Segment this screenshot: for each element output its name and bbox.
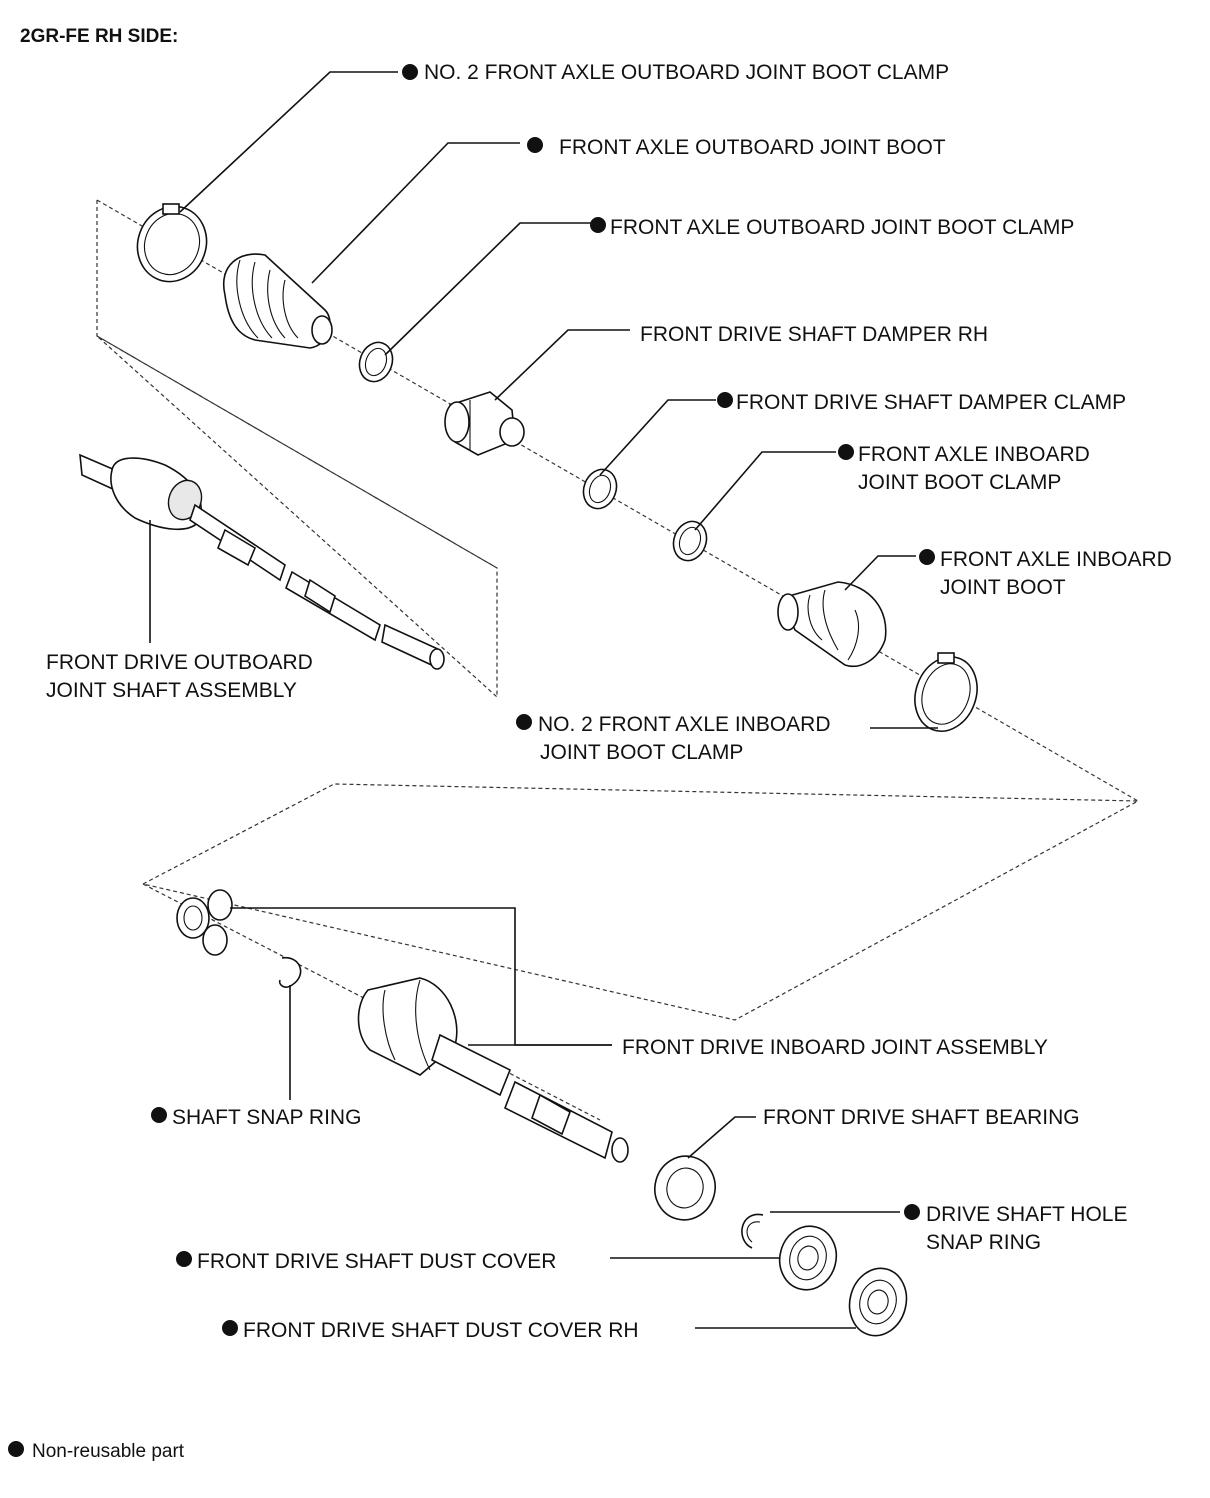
leader-lines bbox=[149, 71, 938, 1329]
shaft-snap-ring-part bbox=[278, 957, 302, 988]
label-hole-snap-ring-line1: DRIVE SHAFT HOLE bbox=[926, 1203, 1128, 1226]
tripod-joint-part bbox=[176, 889, 233, 956]
legend-text: Non-reusable part bbox=[32, 1441, 185, 1462]
label-outboard-joint-boot-clamp: FRONT AXLE OUTBOARD JOINT BOOT CLAMP bbox=[610, 216, 1074, 239]
no2-outboard-boot-clamp-part bbox=[136, 203, 208, 283]
inboard-joint-boot-part bbox=[777, 581, 887, 667]
part-labels: NO. 2 FRONT AXLE OUTBOARD JOINT BOOT CLA… bbox=[46, 61, 1172, 1342]
inboard-joint-assembly-part bbox=[357, 977, 629, 1163]
label-outboard-joint-boot: FRONT AXLE OUTBOARD JOINT BOOT bbox=[559, 136, 946, 159]
label-dust-cover-rh: FRONT DRIVE SHAFT DUST COVER RH bbox=[243, 1319, 639, 1342]
inboard-joint-boot-clamp-part bbox=[672, 520, 708, 562]
label-no2-outboard-boot-clamp: NO. 2 FRONT AXLE OUTBOARD JOINT BOOT CLA… bbox=[424, 61, 949, 84]
shaft-bearing-part bbox=[654, 1155, 716, 1221]
label-inboard-boot-clamp-line2: JOINT BOOT CLAMP bbox=[858, 471, 1061, 494]
label-no2-inboard-boot-clamp-line1: NO. 2 FRONT AXLE INBOARD bbox=[538, 713, 831, 736]
damper-rh-part bbox=[444, 391, 525, 456]
label-dust-cover: FRONT DRIVE SHAFT DUST COVER bbox=[197, 1250, 556, 1273]
no2-inboard-boot-clamp-part bbox=[914, 652, 978, 732]
legend: Non-reusable part bbox=[8, 1441, 185, 1462]
outboard-joint-boot-clamp-part bbox=[358, 341, 394, 383]
label-shaft-snap-ring: SHAFT SNAP RING bbox=[172, 1106, 361, 1129]
label-damper-rh: FRONT DRIVE SHAFT DAMPER RH bbox=[640, 323, 988, 346]
legend-marker bbox=[8, 1441, 24, 1457]
dust-cover-part bbox=[778, 1225, 838, 1291]
label-shaft-bearing: FRONT DRIVE SHAFT BEARING bbox=[763, 1106, 1080, 1129]
label-inboard-boot-clamp-line1: FRONT AXLE INBOARD bbox=[858, 443, 1090, 466]
label-inboard-joint-boot-line2: JOINT BOOT bbox=[940, 576, 1066, 599]
lower-assembly-frame bbox=[142, 783, 1141, 1121]
label-damper-clamp: FRONT DRIVE SHAFT DAMPER CLAMP bbox=[736, 391, 1126, 414]
label-inboard-joint-assembly: FRONT DRIVE INBOARD JOINT ASSEMBLY bbox=[622, 1036, 1048, 1059]
label-outboard-shaft-assembly-line2: JOINT SHAFT ASSEMBLY bbox=[46, 679, 297, 702]
label-inboard-joint-boot-line1: FRONT AXLE INBOARD bbox=[940, 548, 1172, 571]
outboard-joint-shaft-assembly-part bbox=[79, 453, 445, 670]
damper-clamp-part bbox=[582, 468, 618, 510]
label-no2-inboard-boot-clamp-line2: JOINT BOOT CLAMP bbox=[540, 741, 743, 764]
label-outboard-shaft-assembly-line1: FRONT DRIVE OUTBOARD bbox=[46, 651, 313, 674]
outboard-joint-boot-part bbox=[222, 253, 333, 349]
label-hole-snap-ring-line2: SNAP RING bbox=[926, 1231, 1041, 1254]
drive-shaft-hole-snap-ring-part bbox=[741, 1213, 764, 1249]
diagram-title: 2GR-FE RH SIDE: bbox=[20, 26, 178, 47]
dust-cover-rh-part bbox=[848, 1267, 908, 1337]
